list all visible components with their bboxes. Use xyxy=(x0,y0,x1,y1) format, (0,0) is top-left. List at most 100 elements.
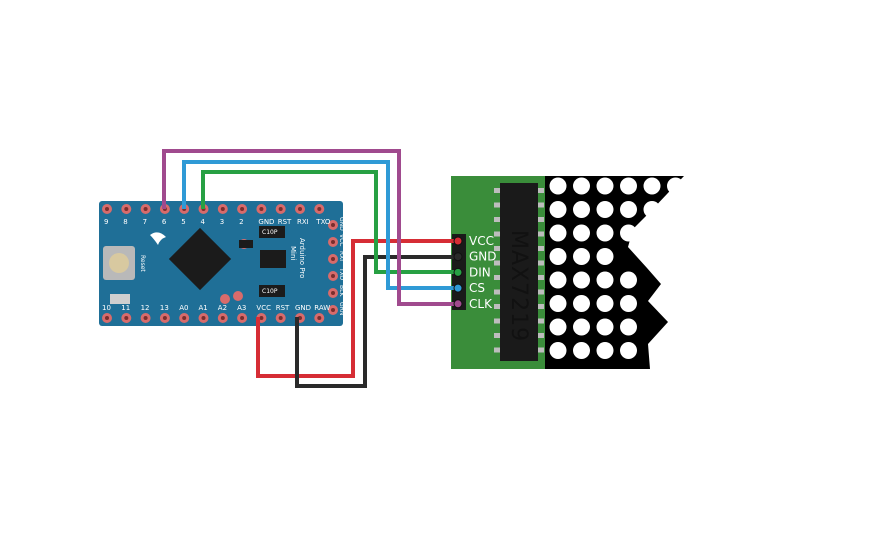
chip-legs xyxy=(494,188,544,353)
pin-label-right: VCC xyxy=(338,234,345,246)
chip-leg xyxy=(538,304,544,309)
capacitor-top-label: C10P xyxy=(262,229,278,236)
top-pin-pads xyxy=(102,204,325,214)
led-dot xyxy=(573,224,590,242)
pin-hole xyxy=(220,316,225,320)
led-dot xyxy=(549,295,567,312)
pin-label-bottom: RAW xyxy=(314,304,330,312)
pin-hole xyxy=(240,207,245,211)
led-dot xyxy=(667,177,684,195)
chip-leg xyxy=(538,246,544,251)
pin-label-right: GND xyxy=(338,217,345,231)
chip-leg xyxy=(538,217,544,222)
pin-label-top: GND xyxy=(258,218,274,226)
chip-leg xyxy=(494,318,500,324)
led-dot xyxy=(620,271,637,289)
led-dot xyxy=(549,201,567,218)
capacitor-bottom-label: C10P xyxy=(262,288,278,295)
pin-hole xyxy=(317,207,322,211)
chip-leg xyxy=(494,217,500,222)
pin-label-top: RST xyxy=(278,218,292,226)
pin-label-top: 4 xyxy=(201,218,206,226)
led-dot xyxy=(643,177,661,195)
pin-label-top: RXI xyxy=(297,218,309,226)
pin-hole xyxy=(201,316,206,320)
module-pin-label-cs: CS xyxy=(469,281,485,295)
pin-label-bottom: GND xyxy=(295,304,311,312)
pin-hole xyxy=(124,207,129,211)
led-dot xyxy=(596,318,614,336)
extra-pad xyxy=(220,294,230,304)
led-dot xyxy=(596,224,614,242)
wire-end-connectors xyxy=(453,236,463,309)
led-dot xyxy=(596,201,614,218)
pin-hole xyxy=(105,316,109,320)
led-matrix-panel xyxy=(545,176,684,369)
led-dot xyxy=(620,177,637,195)
small-component xyxy=(239,240,253,248)
pin-label-right: TXO xyxy=(338,267,345,280)
clk-wire xyxy=(162,149,456,306)
led-dot xyxy=(620,224,637,242)
pin-hole xyxy=(162,316,167,320)
led-dot xyxy=(549,177,567,195)
led-dot xyxy=(549,248,567,265)
led-dot xyxy=(573,248,590,265)
chip-leg xyxy=(538,289,544,295)
chip-leg xyxy=(538,347,544,353)
chip-leg xyxy=(538,260,544,266)
pin-label-bottom: A1 xyxy=(199,304,208,312)
pin-label-bottom: VCC xyxy=(256,304,271,312)
crystal-component xyxy=(110,294,130,304)
pin-hole xyxy=(331,291,335,295)
pin-label-bottom: 11 xyxy=(121,304,130,312)
led-dot xyxy=(549,342,567,359)
led-dot xyxy=(596,295,614,312)
led-matrix-dots xyxy=(549,177,684,359)
pin-hole xyxy=(317,316,322,320)
pin-hole xyxy=(278,316,283,320)
pin-hole xyxy=(278,207,283,211)
led-dot xyxy=(573,201,590,218)
pin-label-right: GRN xyxy=(338,302,345,315)
pin-hole xyxy=(331,308,335,312)
pin-label-bottom: 10 xyxy=(102,304,111,312)
microcontroller-chip xyxy=(168,227,232,291)
chip-leg xyxy=(538,318,544,324)
wire-end-gnd xyxy=(453,252,463,262)
module-pin-label-din: DIN xyxy=(469,265,491,279)
pin-hole xyxy=(259,207,264,211)
led-dot xyxy=(643,201,661,218)
led-dot xyxy=(596,271,614,289)
wires xyxy=(162,149,463,388)
chip-leg xyxy=(494,260,500,266)
led-dot xyxy=(549,224,567,242)
gnd-wire xyxy=(295,255,456,388)
chip-leg xyxy=(538,188,544,193)
pin-hole xyxy=(331,223,335,227)
led-dot xyxy=(573,318,590,336)
wire-end-cs xyxy=(453,283,463,293)
reset-label: Reset xyxy=(139,255,146,272)
chip-leg xyxy=(538,275,544,280)
pin-hole xyxy=(105,207,109,211)
extra-pad xyxy=(233,291,243,301)
chip-leg xyxy=(538,202,544,208)
led-dot xyxy=(596,248,614,265)
chip-leg xyxy=(538,333,544,338)
capacitor-bottom xyxy=(259,285,285,297)
right-pin-pads xyxy=(328,220,338,315)
chip-leg xyxy=(494,275,500,280)
max7219-chip xyxy=(500,183,538,361)
pin-label-top: 7 xyxy=(143,218,147,226)
module-pin-label-vcc: VCC xyxy=(469,234,494,248)
led-dot xyxy=(573,295,590,312)
pin-hole xyxy=(240,316,245,320)
